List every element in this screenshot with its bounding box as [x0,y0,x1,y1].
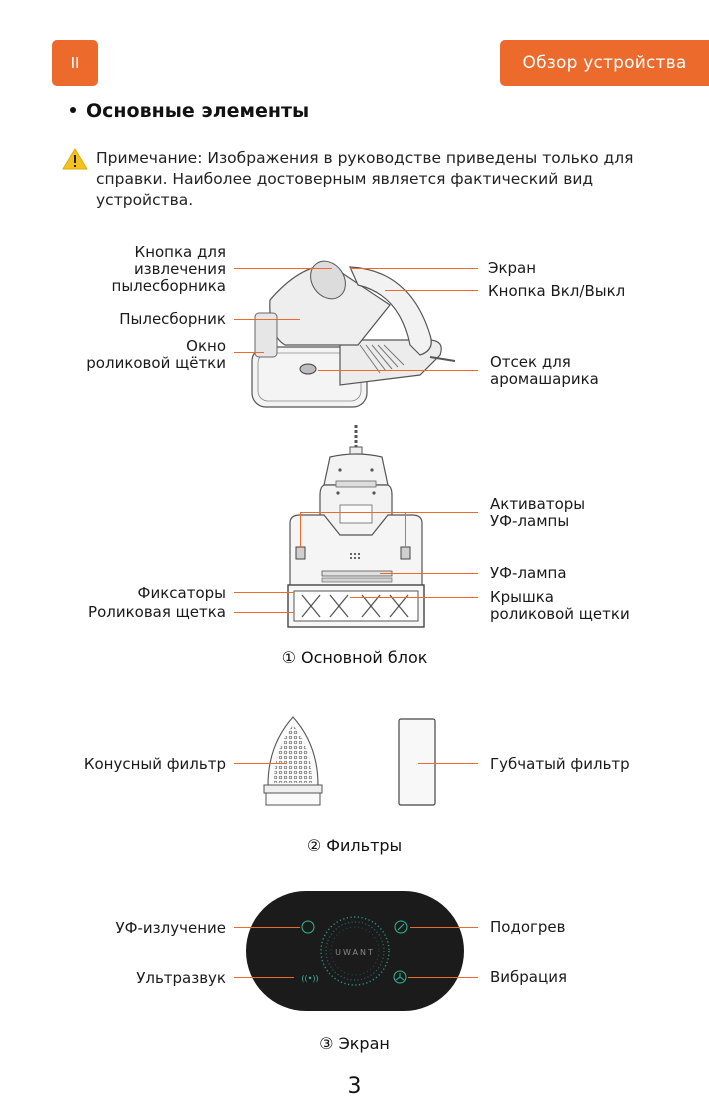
ultrasound-icon: ((•)) [301,974,318,983]
label-line: Окно [186,337,226,355]
leader-line [234,977,294,978]
device-side-illustration [251,260,456,408]
label-line: Активаторы [490,495,586,513]
leader-line [410,927,478,928]
leader-line [408,977,478,978]
label-bin-release: Кнопка для извлечения пылесборника [80,244,226,295]
leader-line [318,370,478,371]
label-uv: УФ-излучение [115,919,226,937]
leader-line [234,319,300,320]
label-screen: Экран [488,259,537,277]
leader-line [234,927,300,928]
label-brush-window: Окно роликовой щётки [40,338,226,372]
label-brush-cover: Крышка роликовой щетки [490,589,630,623]
label-line: роликовой щетки [490,605,630,623]
leader-line [234,612,294,613]
label-line: Крышка [490,588,554,606]
label-heat: Подогрев [490,918,566,936]
label-line: извлечения [133,260,226,278]
figure3-caption: ③ Экран [319,1034,390,1053]
label-line: пылесборника [111,277,226,295]
leader-line [234,352,264,353]
label-dust-bin: Пылесборник [119,310,226,328]
label-vibration: Вибрация [490,968,567,986]
sponge-filter-illustration [398,718,436,806]
device-bottom-illustration [287,425,425,628]
leader-line [418,763,478,764]
leader-line [350,268,478,269]
note-text: Примечание: Изображения в руководстве пр… [96,149,634,209]
brand-logo: UWANT [335,948,375,957]
label-sponge-filter: Губчатый фильтр [490,755,630,773]
label-aroma: Отсек для аромашарика [490,354,599,388]
label-line: УФ-лампы [490,512,570,530]
screen-illustration: UWANT ((•)) [246,891,464,1011]
label-roller-brush: Роликовая щетка [88,603,226,621]
chapter-badge: II [52,40,98,86]
leader-line [350,597,478,598]
warning-icon [62,148,88,170]
label-uv-lamp: УФ-лампа [490,564,567,582]
heading-text: Основные элементы [86,100,310,122]
bullet [70,106,76,113]
label-line: Кнопка для [134,243,226,261]
label-line: роликовой щётки [86,354,226,372]
leader-line [380,573,478,574]
leader-line [234,268,332,269]
leader-line [300,512,478,513]
section-heading: Основные элементы [70,100,309,122]
label-line: Отсек для [490,353,571,371]
label-uv-activators: Активаторы УФ-лампы [490,496,585,530]
figure2-caption: ② Фильтры [306,836,403,855]
label-ultrasound: Ультразвук [136,969,226,987]
label-line: аромашарика [490,370,599,388]
figure1-caption: ① Основной блок [281,648,428,667]
leader-line [385,290,478,291]
label-cone-filter: Конусный фильтр [83,755,226,773]
leader-line [300,512,301,548]
leader-line [234,763,286,764]
cone-filter-illustration [263,716,323,806]
leader-line [234,592,294,593]
page-number: 3 [347,1074,362,1099]
leader-line [405,512,406,548]
label-clips: Фиксаторы [137,584,226,602]
label-power-button: Кнопка Вкл/Выкл [488,282,626,300]
section-badge: Обзор устройства [500,40,709,86]
